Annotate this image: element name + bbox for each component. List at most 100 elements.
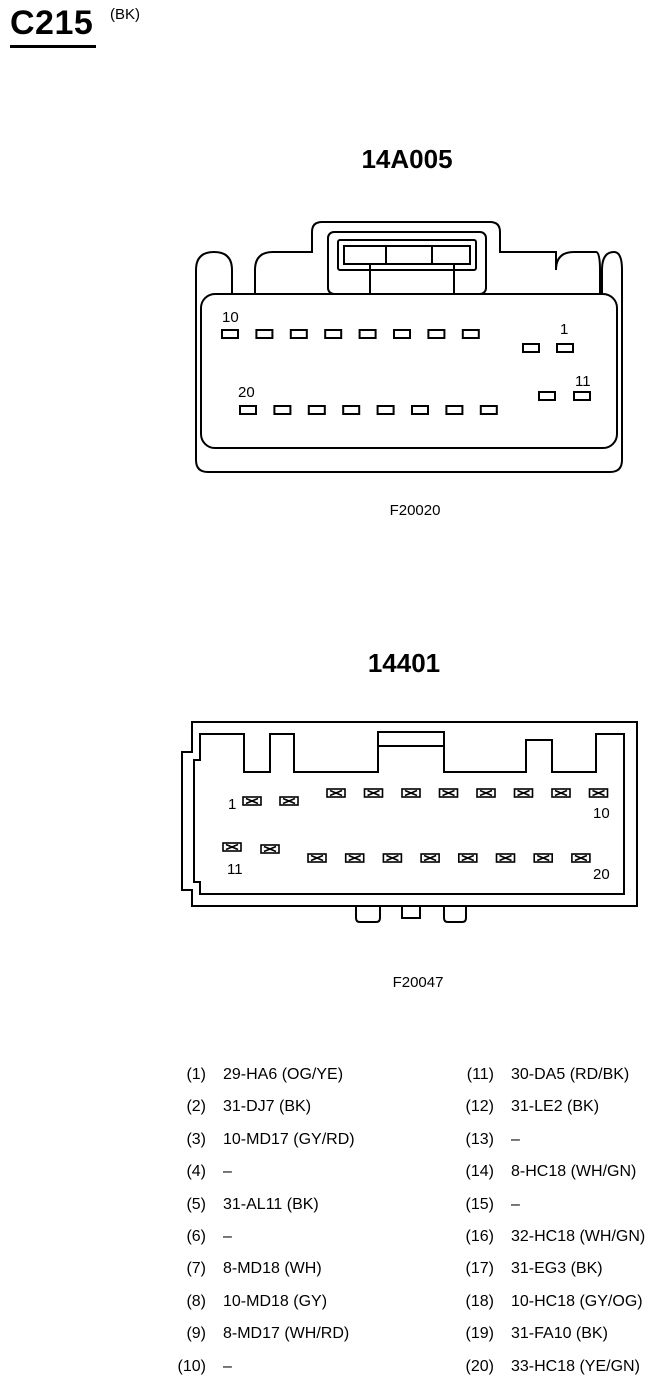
connector-1-pin-label-10: 10: [222, 309, 239, 326]
connector-2-pin-label-1: 1: [228, 796, 236, 813]
connector-2-pin-cavity: [438, 788, 459, 798]
pin-wire-circuit: 10-MD18 (GY): [223, 1292, 328, 1310]
pin-wire-circuit: 30-DA5 (RD/BK): [511, 1066, 630, 1083]
connector-1-face: [200, 293, 618, 449]
pin-number: (20): [465, 1357, 494, 1375]
pin-number: (8): [186, 1292, 206, 1310]
connector-2-pin-cavity: [420, 853, 440, 863]
connector-1-label: 14A005: [361, 144, 453, 174]
pin-number: (10): [177, 1357, 206, 1375]
pin-wire-circuit: 31-AL11 (BK): [223, 1195, 319, 1213]
pin-number: (15): [465, 1195, 494, 1213]
connector-2-pin-cavity: [222, 842, 242, 852]
connector-2-pin-cavity: [344, 853, 365, 863]
connector-1-outer-shell: [195, 221, 623, 473]
connector-2-pin-cavity: [401, 788, 421, 798]
connector-1-pin-cavity: [342, 405, 361, 415]
connector-1-latch-inner: [337, 239, 477, 271]
pin-number: (5): [186, 1195, 206, 1213]
connector-1-pin-cavity: [445, 405, 464, 415]
pin-number: (7): [186, 1260, 206, 1278]
pin-wire-circuit: 33-HC18 (YE/GN): [511, 1357, 640, 1375]
pin-wire-circuit: 31-LE2 (BK): [511, 1098, 600, 1116]
connector-2-pin-label-20: 20: [593, 866, 610, 883]
connector-2-pin-cavity: [382, 853, 403, 863]
connector-1-diagram: 10 1 20 11: [195, 221, 623, 473]
connector-2-pin-label-11: 11: [227, 861, 243, 878]
connector-2-pin-cavity: [326, 788, 346, 798]
pin-wire-circuit: 31-DJ7 (BK): [223, 1098, 312, 1116]
connector-2-pin-cavity: [533, 853, 554, 863]
pin-number: (4): [186, 1163, 206, 1181]
connector-1-pin-cavity: [358, 329, 377, 339]
connector-1-pin-cavity: [239, 405, 257, 415]
connector-2-outer-shell: [181, 721, 638, 907]
connector-2-pin-cavity: [242, 796, 262, 806]
connector-1-pin-cavity: [556, 343, 574, 353]
pin-wire-circuit: –: [223, 1163, 232, 1181]
pin-number: (3): [186, 1130, 206, 1148]
pin-number: (12): [465, 1098, 494, 1116]
connector-1-pin-cavity: [307, 405, 326, 415]
pin-number: (17): [465, 1260, 494, 1278]
connector-2-pin-cavity: [476, 788, 496, 798]
title-underline: [10, 45, 96, 48]
connector-2-pin-cavity: [260, 844, 280, 854]
pinout-table: (1) 29-HA6 (OG/YE) (2) 31-DJ7 (BK) (3) 10-MD1…: [0, 1066, 669, 1386]
pin-number: (9): [186, 1325, 206, 1343]
connector-1-pin-cavity: [324, 329, 343, 339]
pin-number: (19): [465, 1325, 494, 1343]
connector-1-pin-cavity: [221, 329, 239, 339]
connector-1-pin-cavity: [427, 329, 446, 339]
connector-1-pin-cavity: [255, 329, 274, 339]
pin-wire-circuit: 10-MD17 (GY/RD): [223, 1130, 355, 1148]
connector-1-pin-cavity: [538, 391, 556, 401]
connector-1-pin-cavity: [479, 405, 498, 415]
connector-1-pin-cavity: [376, 405, 395, 415]
connector-1-pin-label-1: 1: [560, 321, 568, 338]
connector-2-bottom-tab-3: [443, 906, 467, 923]
pin-number: (1): [186, 1066, 206, 1083]
connector-2-pin-cavity: [363, 788, 384, 798]
connector-1-pin-cavity: [461, 329, 480, 339]
connector-1-pin-cavity: [273, 405, 292, 415]
pin-number: (11): [466, 1066, 494, 1083]
connector-title: C215: [10, 4, 94, 42]
pin-number: (18): [465, 1292, 494, 1310]
connector-1-latch-tab: [369, 263, 455, 295]
pin-number: (2): [186, 1098, 206, 1116]
pin-wire-circuit: –: [511, 1130, 520, 1148]
connector-2-pin-cavity: [551, 788, 571, 798]
pin-wire-circuit: –: [511, 1195, 520, 1213]
pin-number: (6): [186, 1228, 206, 1245]
pin-wire-circuit: –: [223, 1357, 232, 1375]
connector-2-pin-cavity: [513, 788, 534, 798]
connector-2-inner-wall: [193, 733, 625, 895]
connector-1-pin-cavity: [411, 405, 429, 415]
connector-2-pin-cavity: [279, 796, 299, 806]
pin-wire-circuit: 29-HA6 (OG/YE): [223, 1066, 344, 1083]
connector-2-pin-cavity: [495, 853, 516, 863]
connector-color-code: (BK): [110, 6, 140, 23]
connector-1-latch-slot: [343, 245, 471, 265]
connector-2-pin-cavity: [571, 853, 591, 863]
connector-2-bottom-tab-2: [401, 906, 421, 919]
connector-1-figure-code: F20020: [389, 502, 441, 519]
connector-1-pin-cavity: [393, 329, 411, 339]
pin-wire-circuit: 8-HC18 (WH/GN): [511, 1163, 637, 1181]
connector-2-figure-code: F20047: [392, 974, 444, 991]
pin-wire-circuit: 32-HC18 (WH/GN): [511, 1228, 646, 1245]
connector-2-pin-cavity: [307, 853, 327, 863]
pin-wire-circuit: 10-HC18 (GY/OG): [511, 1292, 643, 1310]
pin-wire-circuit: –: [223, 1228, 232, 1245]
pin-number: (16): [465, 1228, 494, 1245]
pin-wire-circuit: 31-EG3 (BK): [511, 1260, 603, 1278]
connector-2-diagram: 1 10 11 20: [181, 721, 638, 923]
connector-2-pin-cavity: [588, 788, 609, 798]
connector-2-bottom-tab-1: [355, 906, 381, 923]
connector-2-pin-label-10: 10: [593, 805, 610, 822]
connector-1-pin-cavity: [522, 343, 540, 353]
pin-wire-circuit: 8-MD18 (WH): [223, 1260, 322, 1278]
connector-2-label: 14401: [367, 648, 441, 678]
connector-1-pin-label-11: 11: [575, 373, 591, 390]
